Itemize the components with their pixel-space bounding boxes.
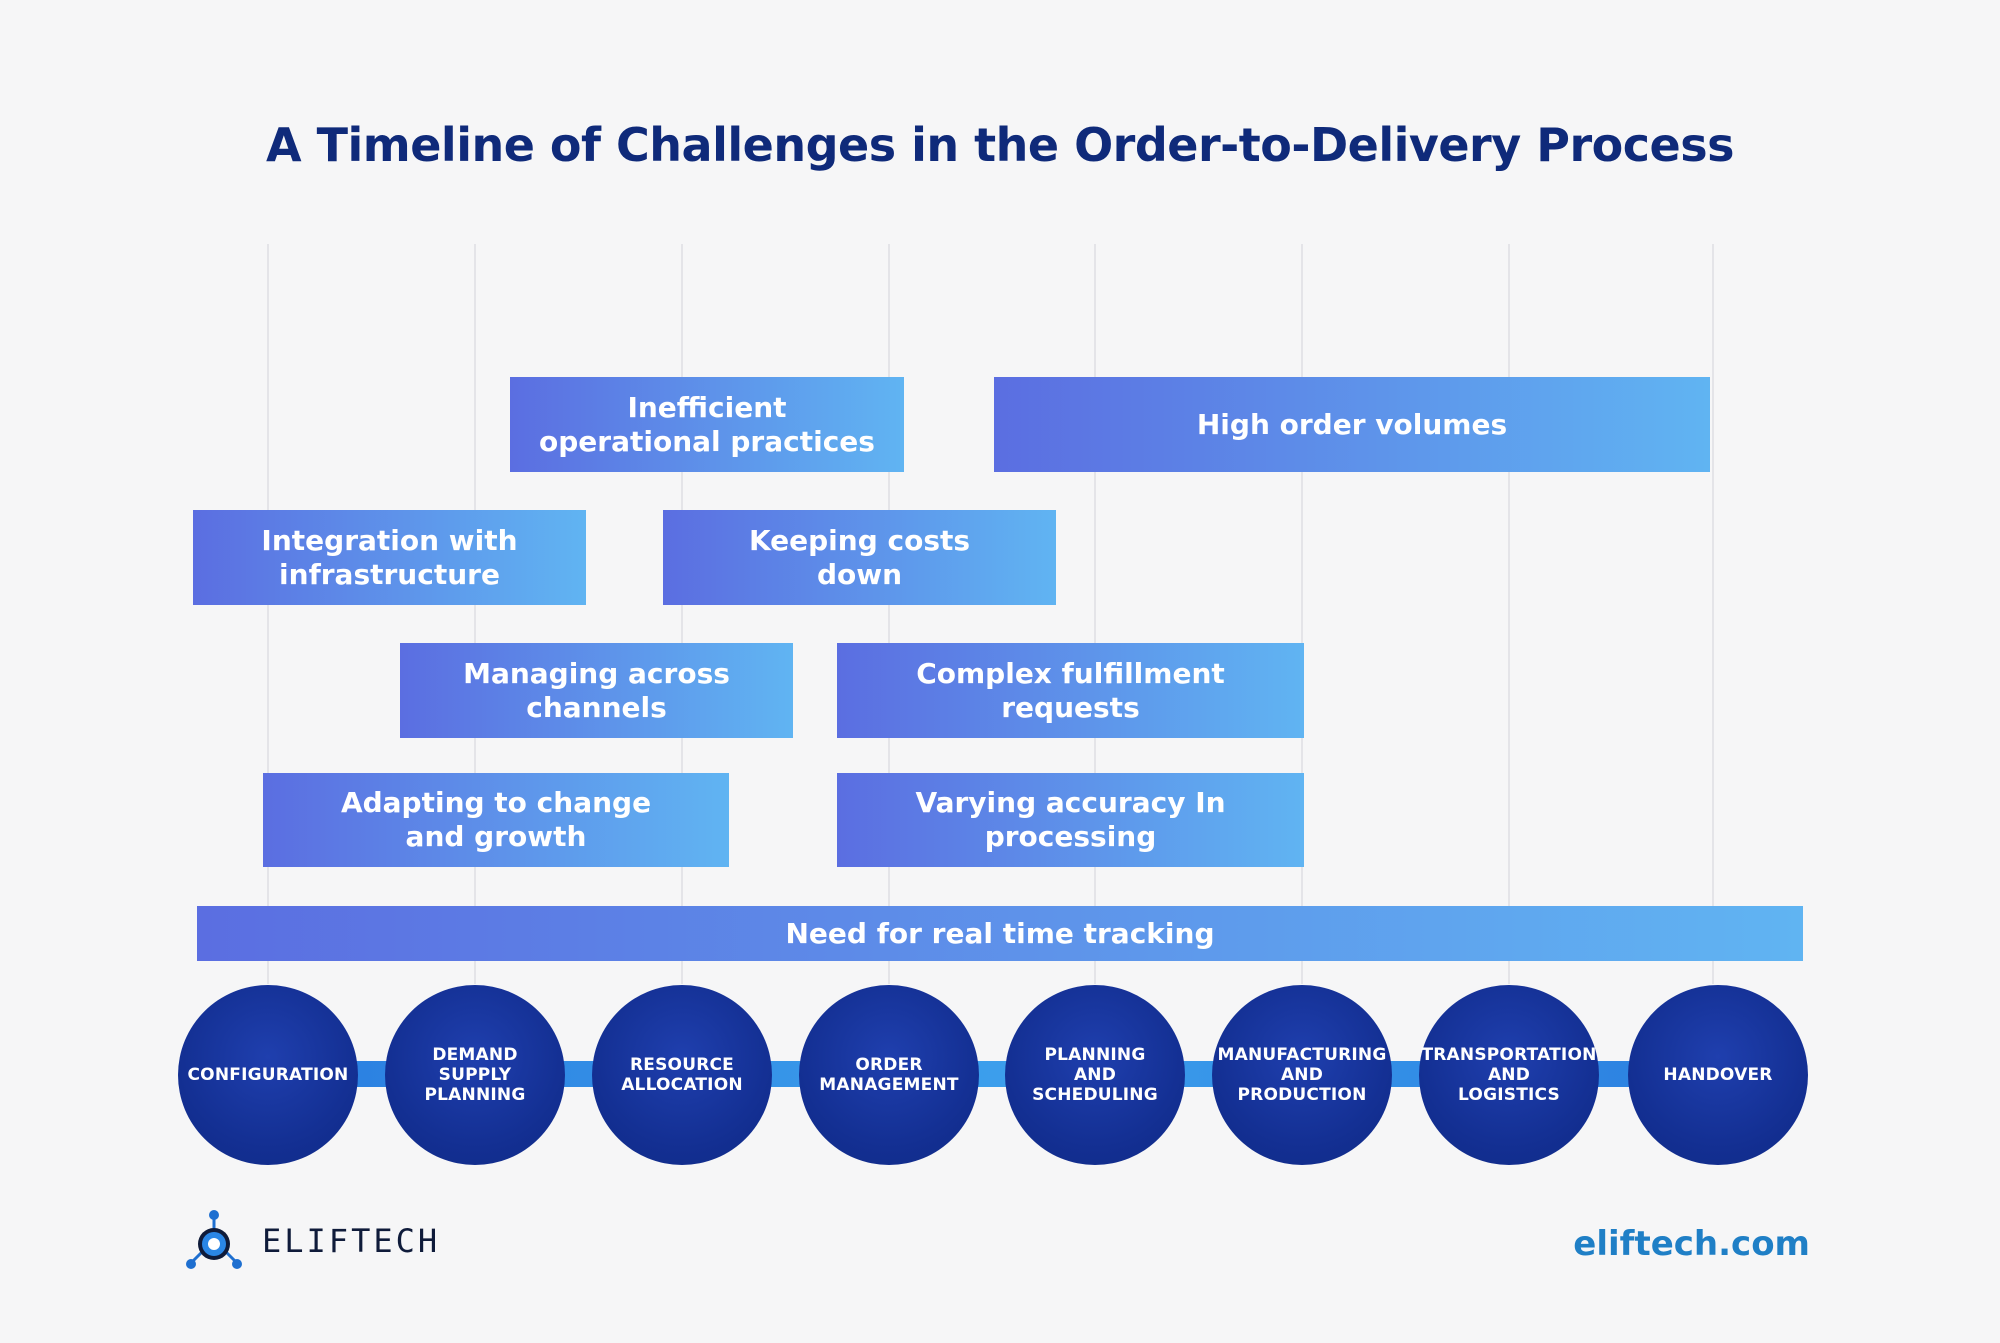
challenge-real-time-tracking: Need for real time tracking	[197, 906, 1803, 961]
stage-planning-scheduling: PLANNING AND SCHEDULING	[1005, 985, 1185, 1165]
gridline-5	[1094, 244, 1096, 984]
gridline-3	[681, 244, 683, 984]
stage-transportation-logistics: TRANSPORTATION AND LOGISTICS	[1419, 985, 1599, 1165]
challenge-managing-channels: Managing across channels	[400, 643, 793, 738]
challenge-label: Adapting to change and growth	[340, 786, 652, 853]
challenge-label: Inefficient operational practices	[539, 390, 875, 458]
challenge-label: Complex fulfillment requests	[916, 656, 1225, 724]
stage-resource-allocation: RESOURCE ALLOCATION	[592, 985, 772, 1165]
challenge-complex-fulfillment: Complex fulfillment requests	[837, 643, 1304, 738]
challenge-adapting-change: Adapting to change and growth	[263, 773, 729, 867]
challenge-label: High order volumes	[1196, 407, 1508, 441]
challenge-label: Need for real time tracking	[785, 916, 1215, 950]
challenge-inefficient-practices: Inefficient operational practices	[510, 377, 904, 472]
stage-configuration: CONFIGURATION	[178, 985, 358, 1165]
website-link[interactable]: eliftech.com	[1573, 1224, 1810, 1264]
stage-order-management: ORDER MANAGEMENT	[799, 985, 979, 1165]
gridline-2	[474, 244, 476, 984]
brand-logo: ELIFTECH	[184, 1208, 440, 1274]
stage-manufacturing-production: MANUFACTURING AND PRODUCTION	[1212, 985, 1392, 1165]
stage-handover: HANDOVER	[1628, 985, 1808, 1165]
challenge-label: Integration with infrastructure	[261, 523, 518, 591]
gridline-6	[1301, 244, 1303, 984]
gridline-8	[1712, 244, 1714, 984]
challenge-varying-accuracy: Varying accuracy In processing	[837, 773, 1304, 867]
page-title: A Timeline of Challenges in the Order-to…	[266, 118, 1734, 172]
challenge-label: Managing across channels	[463, 656, 730, 724]
challenge-high-order-volumes: High order volumes	[994, 377, 1710, 472]
stage-demand-supply-planning: DEMAND SUPPLY PLANNING	[385, 985, 565, 1165]
gridline-4	[888, 244, 890, 984]
brand-logo-text: ELIFTECH	[262, 1222, 441, 1260]
eliftech-molecule-icon	[186, 1210, 242, 1269]
challenge-label: Keeping costs down	[748, 523, 971, 591]
challenge-keeping-costs-down: Keeping costs down	[663, 510, 1056, 605]
gridline-1	[267, 244, 269, 984]
gridline-7	[1508, 244, 1510, 984]
challenge-label: Varying accuracy In processing	[915, 786, 1226, 853]
challenge-integration: Integration with infrastructure	[193, 510, 586, 605]
